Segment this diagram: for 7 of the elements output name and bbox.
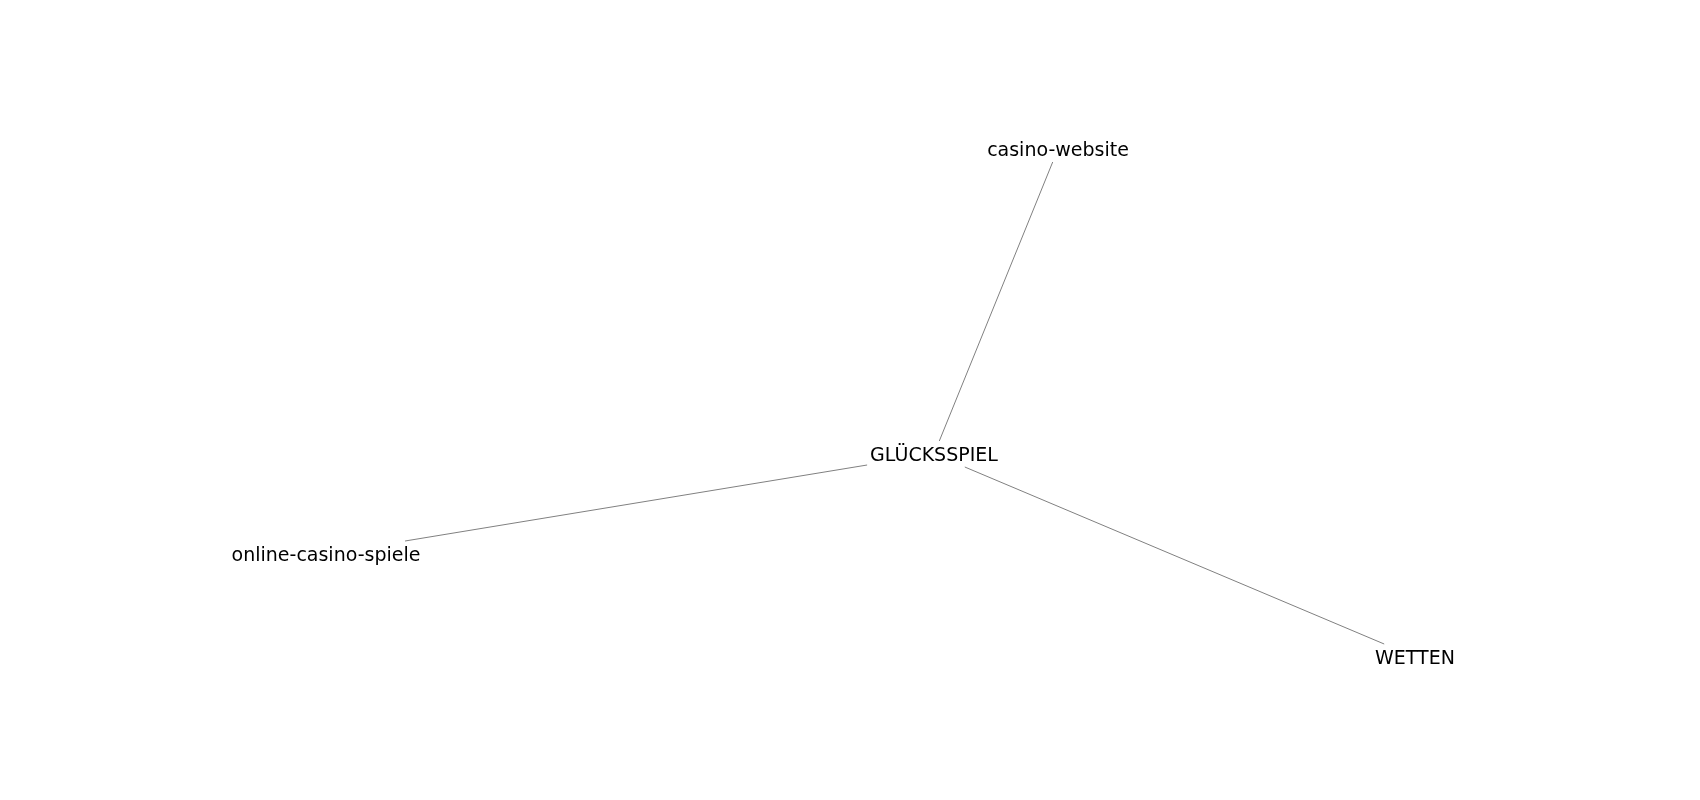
word-label: GLÜCKSSPIEL <box>870 443 998 465</box>
word-label: WETTEN <box>1375 646 1455 668</box>
word-label: casino-website <box>987 138 1129 160</box>
connector-line <box>938 161 1054 442</box>
connector-line <box>964 466 1385 645</box>
word-label: online-casino-spiele <box>231 543 421 565</box>
connector-line <box>404 464 868 542</box>
